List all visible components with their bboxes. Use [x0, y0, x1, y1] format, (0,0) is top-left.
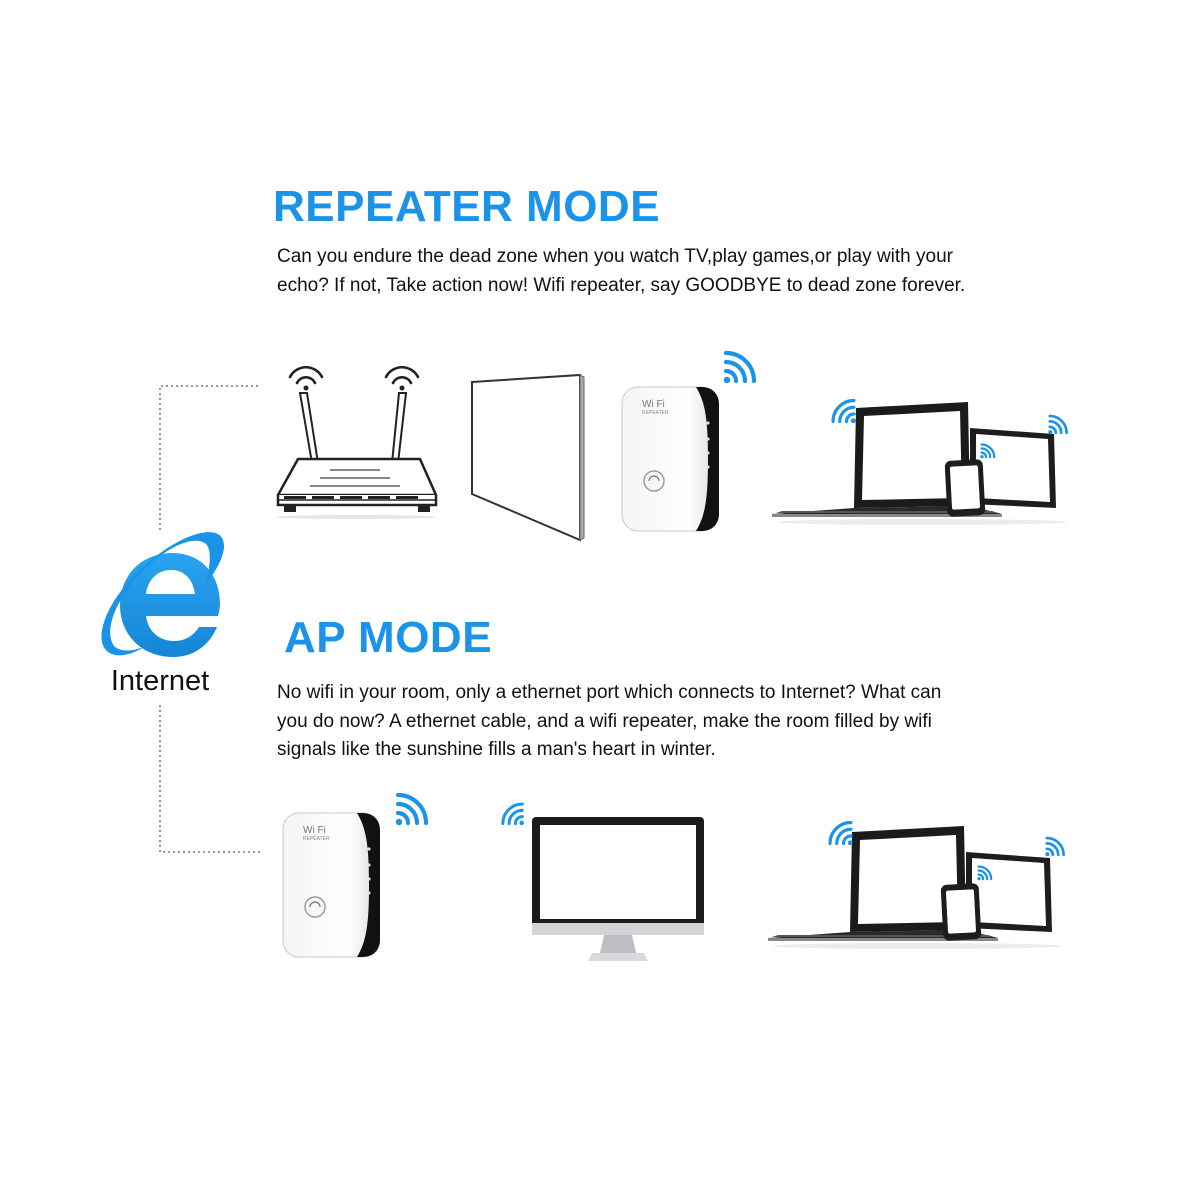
laptop-icon	[772, 402, 1002, 517]
wifi-signal-icon	[395, 792, 429, 826]
repeater-mode-title: REPEATER MODE	[273, 182, 661, 231]
wifi-repeater-icon: Wi Fi REPEATER	[621, 386, 719, 532]
ap-mode-title: AP MODE	[284, 613, 493, 662]
wifi-signal-icon	[723, 350, 757, 384]
wall-icon	[471, 373, 585, 542]
repeater-model-text: REPEATER	[642, 410, 669, 416]
ap-mode-description: No wifi in your room, only a ethernet po…	[277, 682, 942, 760]
tablet-icon	[970, 428, 1056, 508]
router-icon	[276, 365, 438, 519]
devices-group-top	[772, 402, 1067, 525]
internet-explorer-icon	[101, 532, 225, 657]
wifi-repeater-icon: Wi Fi REPEATER	[282, 812, 380, 958]
repeater-brand-text: Wi Fi	[303, 825, 326, 836]
wifi-signal-icon	[1045, 836, 1065, 857]
phone-icon	[940, 883, 982, 941]
wifi-signal-icon	[977, 865, 993, 881]
devices-group-bottom	[768, 826, 1063, 949]
wifi-signal-icon	[501, 802, 524, 826]
repeater-brand-text: Wi Fi	[642, 399, 665, 410]
wifi-signal-icon	[980, 443, 996, 459]
wifi-signal-icon	[831, 398, 856, 424]
wifi-signal-icon	[1048, 414, 1068, 435]
internet-label: Internet	[110, 665, 210, 697]
laptop-icon	[768, 826, 998, 941]
wifi-signal-icon	[828, 820, 853, 846]
monitor-icon	[532, 817, 704, 961]
phone-icon	[944, 459, 986, 517]
repeater-model-text: REPEATER	[303, 836, 330, 842]
repeater-mode-description: Can you endure the dead zone when you wa…	[277, 246, 966, 296]
